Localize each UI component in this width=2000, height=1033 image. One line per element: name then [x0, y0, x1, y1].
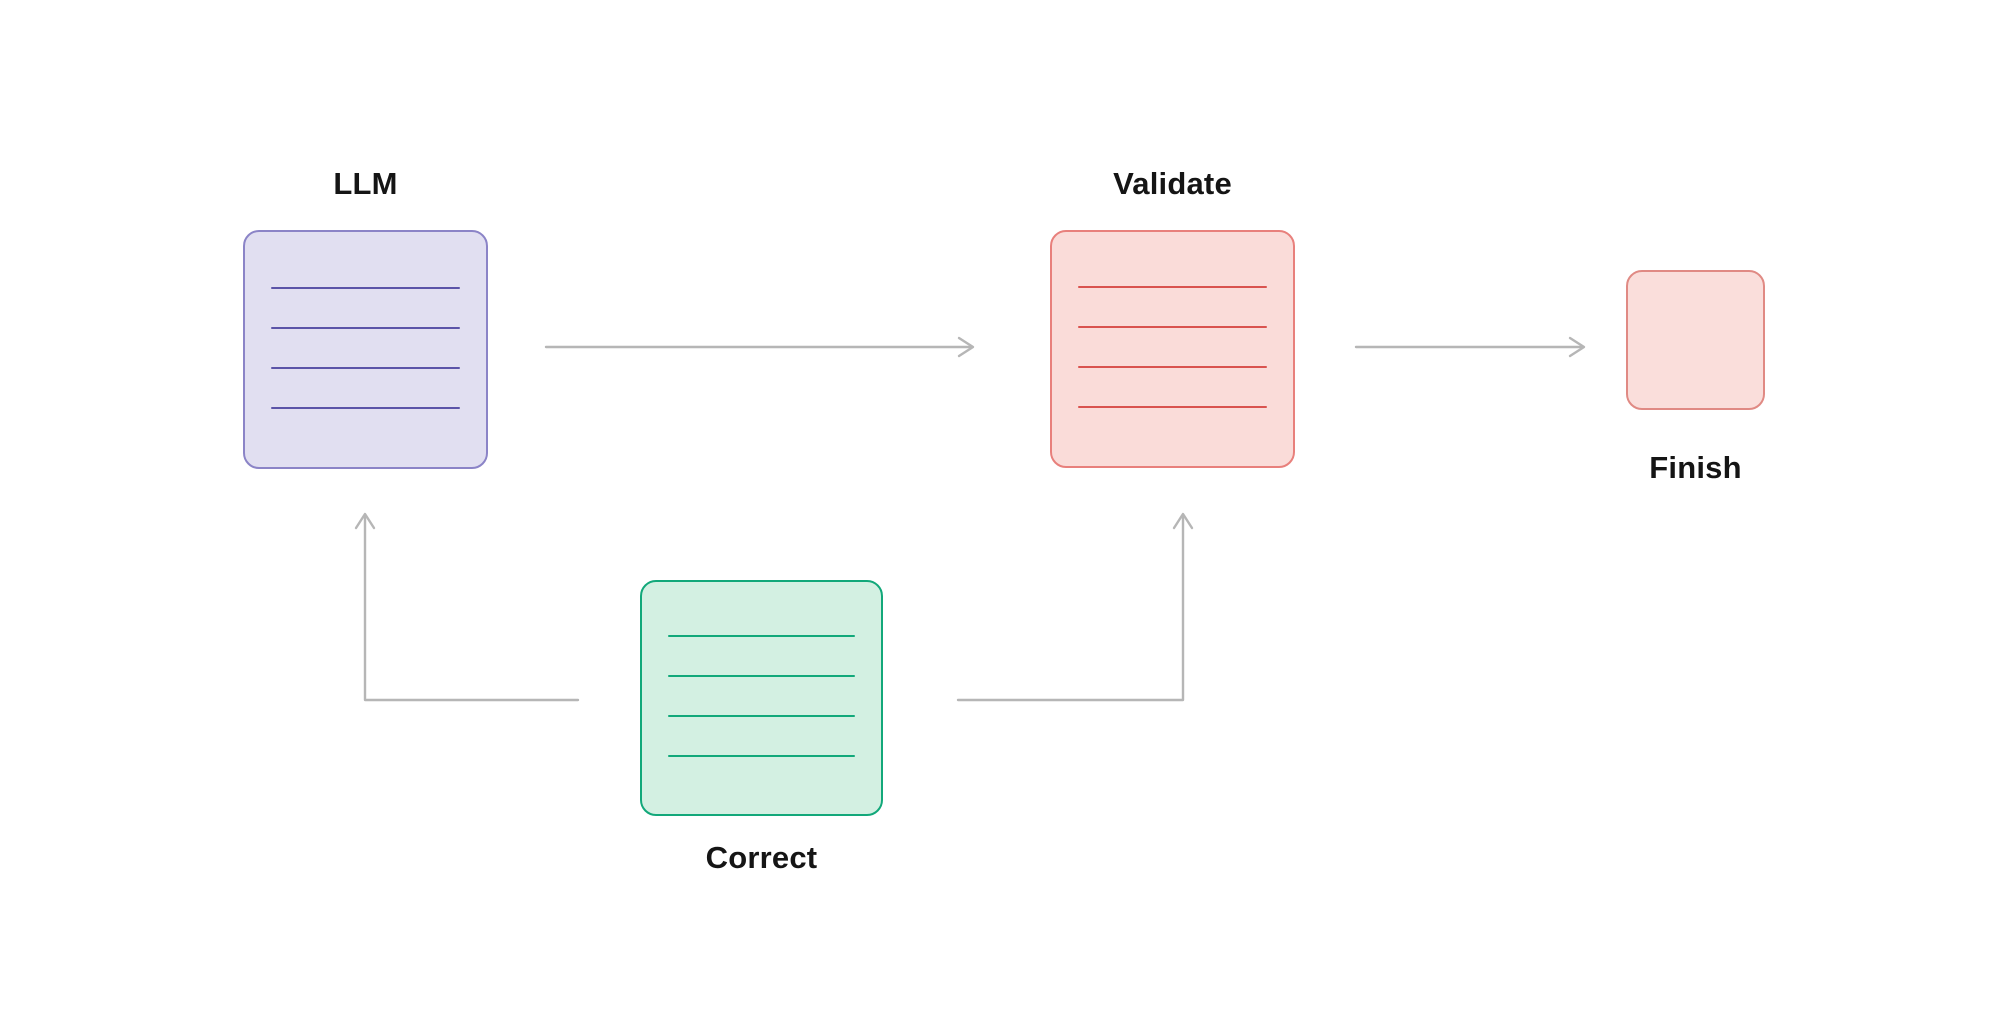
node-llm[interactable] — [243, 230, 488, 469]
document-line — [271, 406, 460, 409]
node-finish[interactable] — [1626, 270, 1765, 410]
edge-llm-to-validate — [544, 336, 975, 358]
document-line — [1078, 406, 1267, 408]
document-line — [1078, 286, 1267, 288]
node-validate[interactable] — [1050, 230, 1295, 468]
document-line — [271, 326, 460, 329]
edge-validate-to-correct — [956, 512, 1194, 702]
document-line — [1078, 366, 1267, 368]
node-llm-document-lines — [245, 232, 486, 467]
node-validate-label: Validate — [1113, 166, 1232, 201]
edge-correct-to-llm — [354, 512, 580, 702]
node-correct-document-lines — [642, 582, 881, 814]
document-line — [668, 675, 855, 677]
node-finish-label: Finish — [1649, 450, 1742, 485]
document-line — [271, 286, 460, 289]
node-correct[interactable] — [640, 580, 883, 816]
node-validate-document-lines — [1052, 232, 1293, 466]
document-line — [668, 635, 855, 637]
document-line — [668, 755, 855, 757]
document-line — [1078, 326, 1267, 328]
document-line — [271, 366, 460, 369]
node-correct-label: Correct — [705, 840, 818, 875]
node-llm-label: LLM — [333, 166, 398, 201]
document-line — [668, 715, 855, 717]
edge-validate-to-finish — [1354, 336, 1586, 358]
